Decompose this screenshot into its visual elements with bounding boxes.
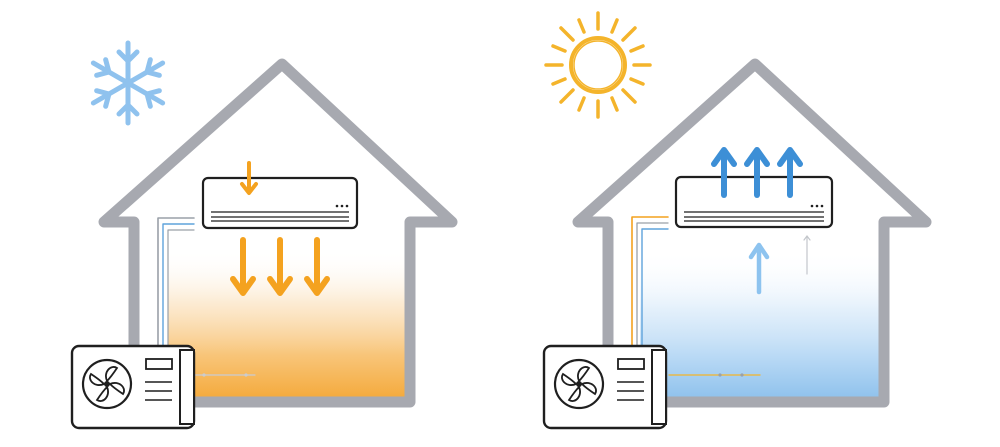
small-intake-arrow — [803, 235, 811, 275]
intake-arrow — [240, 161, 258, 195]
refrigerant-pipes — [631, 216, 761, 377]
refrigerant-pipes — [157, 217, 256, 377]
intake-arrow — [748, 242, 770, 295]
fan-icon — [553, 358, 605, 410]
exhaust-air-arrows — [711, 147, 803, 198]
house-outline — [572, 58, 932, 408]
indoor-unit — [201, 176, 359, 230]
warm-air-fill — [168, 250, 408, 400]
outdoor-unit — [70, 344, 196, 430]
sun-icon — [544, 11, 652, 119]
house-outline — [98, 58, 458, 408]
snowflake-icon — [90, 40, 166, 126]
fan-icon — [81, 358, 133, 410]
warm-air-arrows — [230, 237, 330, 296]
panel-cooling — [542, 11, 932, 430]
panel-heating — [70, 40, 458, 430]
outdoor-unit — [542, 344, 668, 430]
